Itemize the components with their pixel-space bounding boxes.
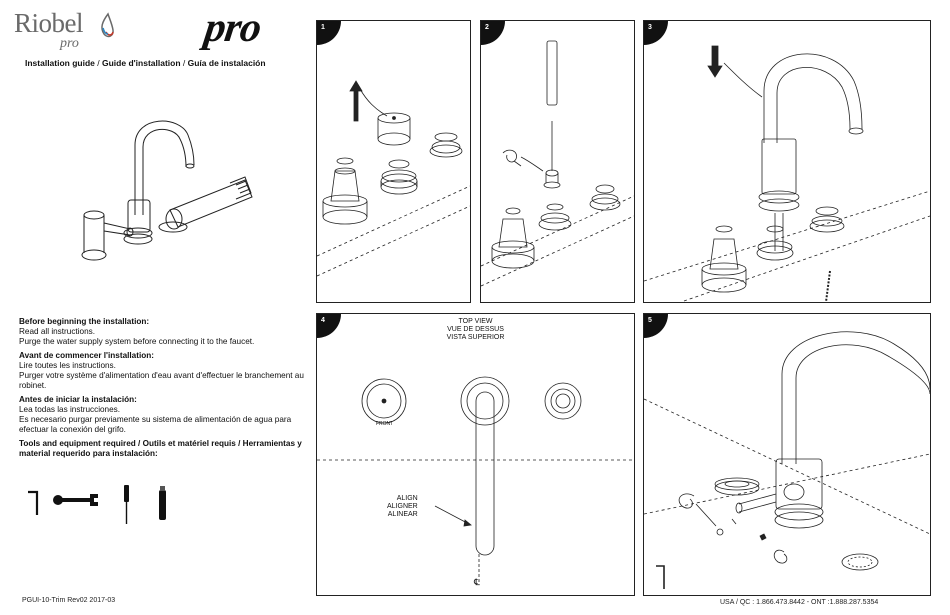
before-installation-en: Before beginning the installation: Read … bbox=[19, 317, 255, 346]
step-2-number: 2 bbox=[485, 24, 489, 31]
pro-wordmark: pro bbox=[201, 5, 264, 51]
riobel-logo: Riobel pro bbox=[14, 6, 124, 54]
lift-up-arrow-icon bbox=[349, 80, 363, 122]
tools-required-heading: Tools and equipment required / Outils et… bbox=[19, 439, 302, 458]
title-en: Installation guide bbox=[25, 58, 95, 68]
contact-phones: USA / QC : 1.866.473.8442 - ONT :1.888.2… bbox=[720, 599, 879, 606]
centerline-symbol: ℄ bbox=[474, 577, 480, 587]
hex-key-icon bbox=[28, 490, 39, 515]
brand-sub: pro bbox=[60, 36, 79, 51]
step-5-panel: 5 bbox=[643, 313, 931, 596]
step-3-number: 3 bbox=[648, 24, 652, 31]
brand-name: Riobel bbox=[14, 8, 84, 38]
faucet-illustration bbox=[81, 120, 253, 261]
sealant-tube-icon bbox=[159, 486, 166, 520]
step-1-drawing bbox=[317, 80, 470, 277]
rotate-icon bbox=[502, 149, 517, 163]
step-3-panel: 3 bbox=[643, 20, 931, 303]
step-4-drawing bbox=[317, 376, 634, 582]
step-4-panel: 4 TOP VIEW VUE DE DESSUS VISTA SUPERIOR … bbox=[316, 313, 635, 596]
step-3-drawing bbox=[644, 45, 930, 302]
guide-title: Installation guide / Guide d'installatio… bbox=[25, 58, 266, 68]
step-2-drawing bbox=[481, 40, 634, 287]
water-drop-icon bbox=[101, 12, 114, 38]
before-installation-es: Antes de iniciar la instalación: Lea tod… bbox=[19, 395, 292, 434]
title-fr: Guide d'installation bbox=[102, 58, 181, 68]
rotate-left-icon bbox=[678, 493, 695, 509]
step-1-panel: 1 bbox=[316, 20, 471, 303]
wrench-icon bbox=[53, 494, 99, 506]
align-caption: ALIGN ALIGNER ALINEAR bbox=[387, 495, 418, 518]
step-1-number: 1 bbox=[321, 24, 325, 31]
step-5-drawing bbox=[644, 331, 930, 589]
front-label: FRONT bbox=[376, 421, 394, 427]
step-4-number: 4 bbox=[321, 317, 325, 324]
before-installation-fr: Avant de commencer l'installation: Lire … bbox=[19, 351, 304, 390]
step-2-panel: 2 bbox=[480, 20, 635, 303]
hex-key-small-icon bbox=[656, 565, 665, 589]
title-es: Guía de instalación bbox=[187, 58, 266, 68]
rotate-right-icon bbox=[773, 549, 788, 564]
document-code: PGUI-10-Trim Rev02 2017-03 bbox=[22, 597, 116, 604]
step-5-number: 5 bbox=[648, 317, 652, 324]
top-view-caption: TOP VIEW VUE DE DESSUS VISTA SUPERIOR bbox=[446, 318, 505, 341]
tools-row bbox=[28, 485, 166, 524]
screwdriver-icon bbox=[124, 485, 129, 524]
push-down-arrow-icon bbox=[707, 45, 723, 78]
